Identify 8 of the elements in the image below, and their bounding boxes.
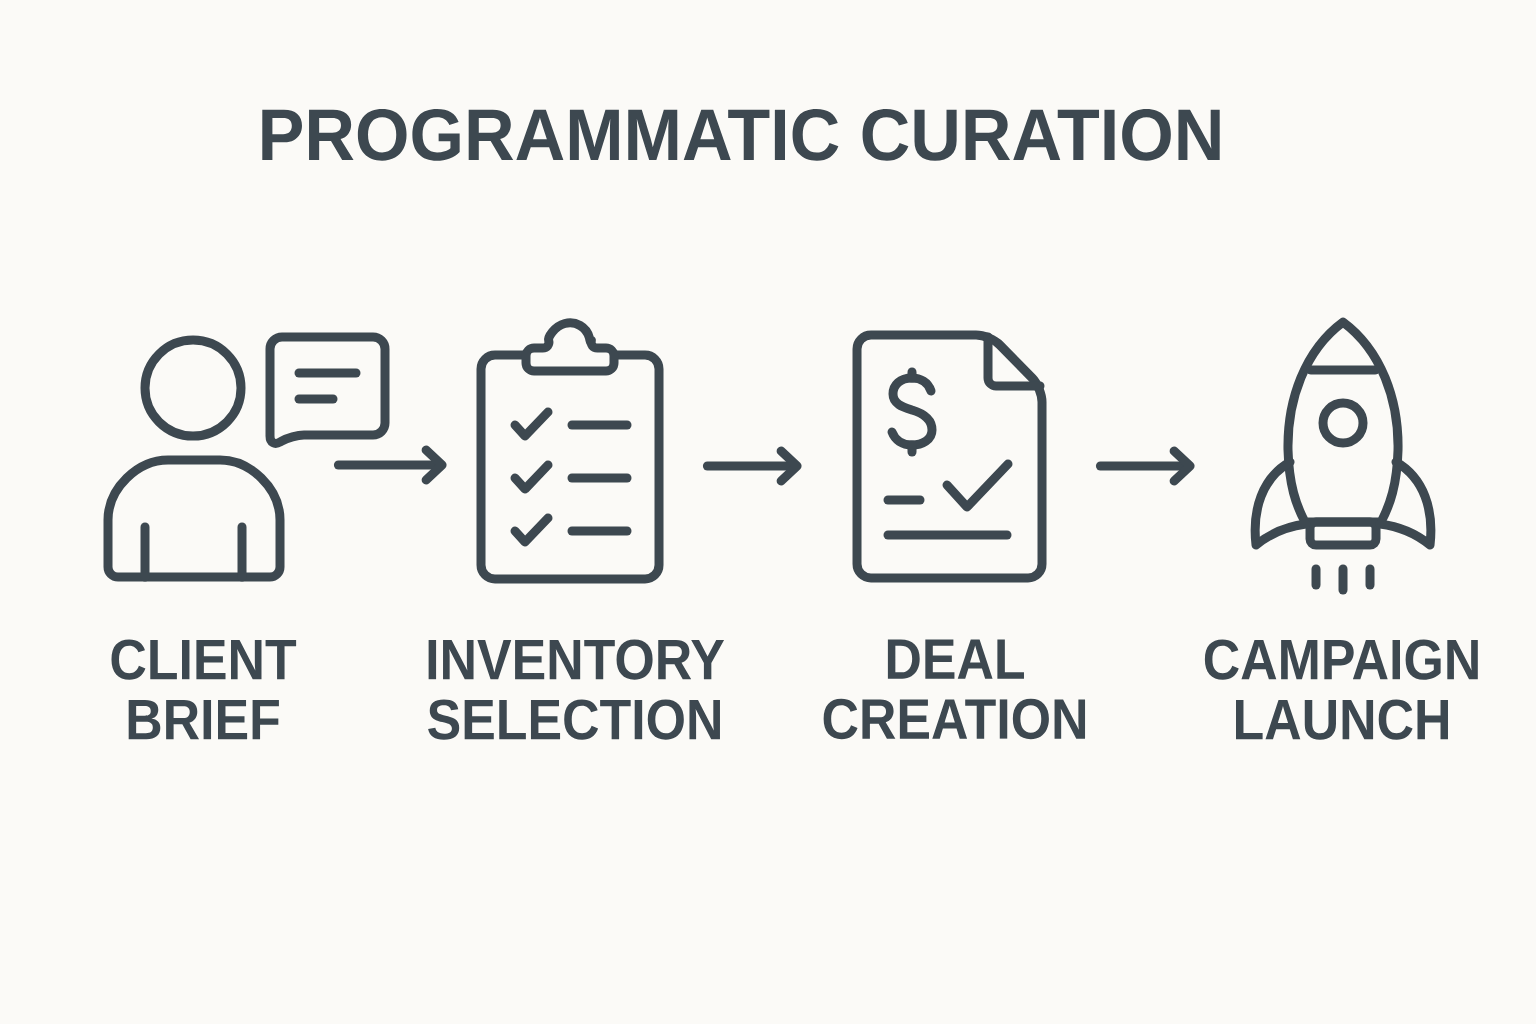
step-label: CLIENT BRIEF [111,639,297,740]
arrow [1095,446,1195,486]
arrow [333,445,447,485]
step-label: DEAL CREATION [823,639,1086,740]
title: PROGRAMMATIC CURATION [262,109,1220,161]
step-label: CAMPAIGN LAUNCH [1204,639,1478,740]
step-label: INVENTORY SELECTION [428,639,725,740]
arrow [702,446,802,486]
